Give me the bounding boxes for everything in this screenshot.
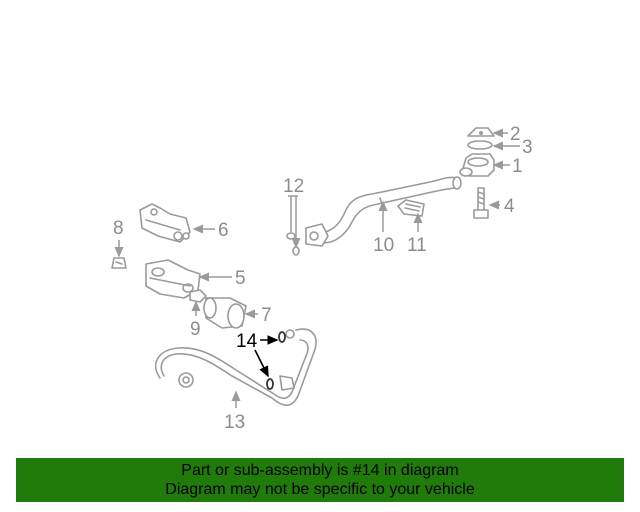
- callout-12: 12: [283, 176, 304, 197]
- callout-2: 2: [510, 124, 521, 145]
- part-bolt-8: [111, 257, 127, 269]
- banner-line-1: Part or sub-assembly is #14 in diagram: [181, 462, 459, 479]
- callout-9: 9: [190, 319, 201, 340]
- callout-1: 1: [512, 156, 523, 177]
- callout-4: 4: [504, 196, 515, 217]
- part-gasket-3: [467, 140, 493, 150]
- part-clamp-12: [286, 232, 300, 256]
- part-housing-1: [459, 153, 495, 177]
- part-bracket-6: [139, 203, 191, 243]
- callout-leaders: [114, 128, 520, 408]
- callout-10: 10: [373, 235, 394, 256]
- callout-5: 5: [235, 268, 246, 289]
- callout-leaders-highlighted: [254, 335, 279, 378]
- callout-3: 3: [522, 137, 533, 158]
- callout-13: 13: [224, 412, 245, 433]
- callout-6: 6: [218, 220, 229, 241]
- callout-11: 11: [407, 235, 427, 256]
- part-bolt-4: [473, 187, 489, 219]
- part-hose-13: [154, 328, 317, 407]
- callout-14: 14: [236, 331, 258, 352]
- callout-7: 7: [261, 305, 272, 326]
- part-mount-5: [145, 259, 201, 299]
- info-banner: Part or sub-assembly is #14 in diagram D…: [16, 458, 624, 502]
- part-pipe-10: [305, 176, 462, 247]
- part-fitting-9: [189, 289, 207, 303]
- callout-8: 8: [113, 218, 124, 239]
- part-oring-14: [266, 331, 286, 390]
- part-cap-2: [467, 127, 495, 137]
- part-filter-7: [203, 297, 247, 329]
- part-bracket-11: [397, 199, 425, 217]
- banner-line-2: Diagram may not be specific to your vehi…: [165, 481, 475, 498]
